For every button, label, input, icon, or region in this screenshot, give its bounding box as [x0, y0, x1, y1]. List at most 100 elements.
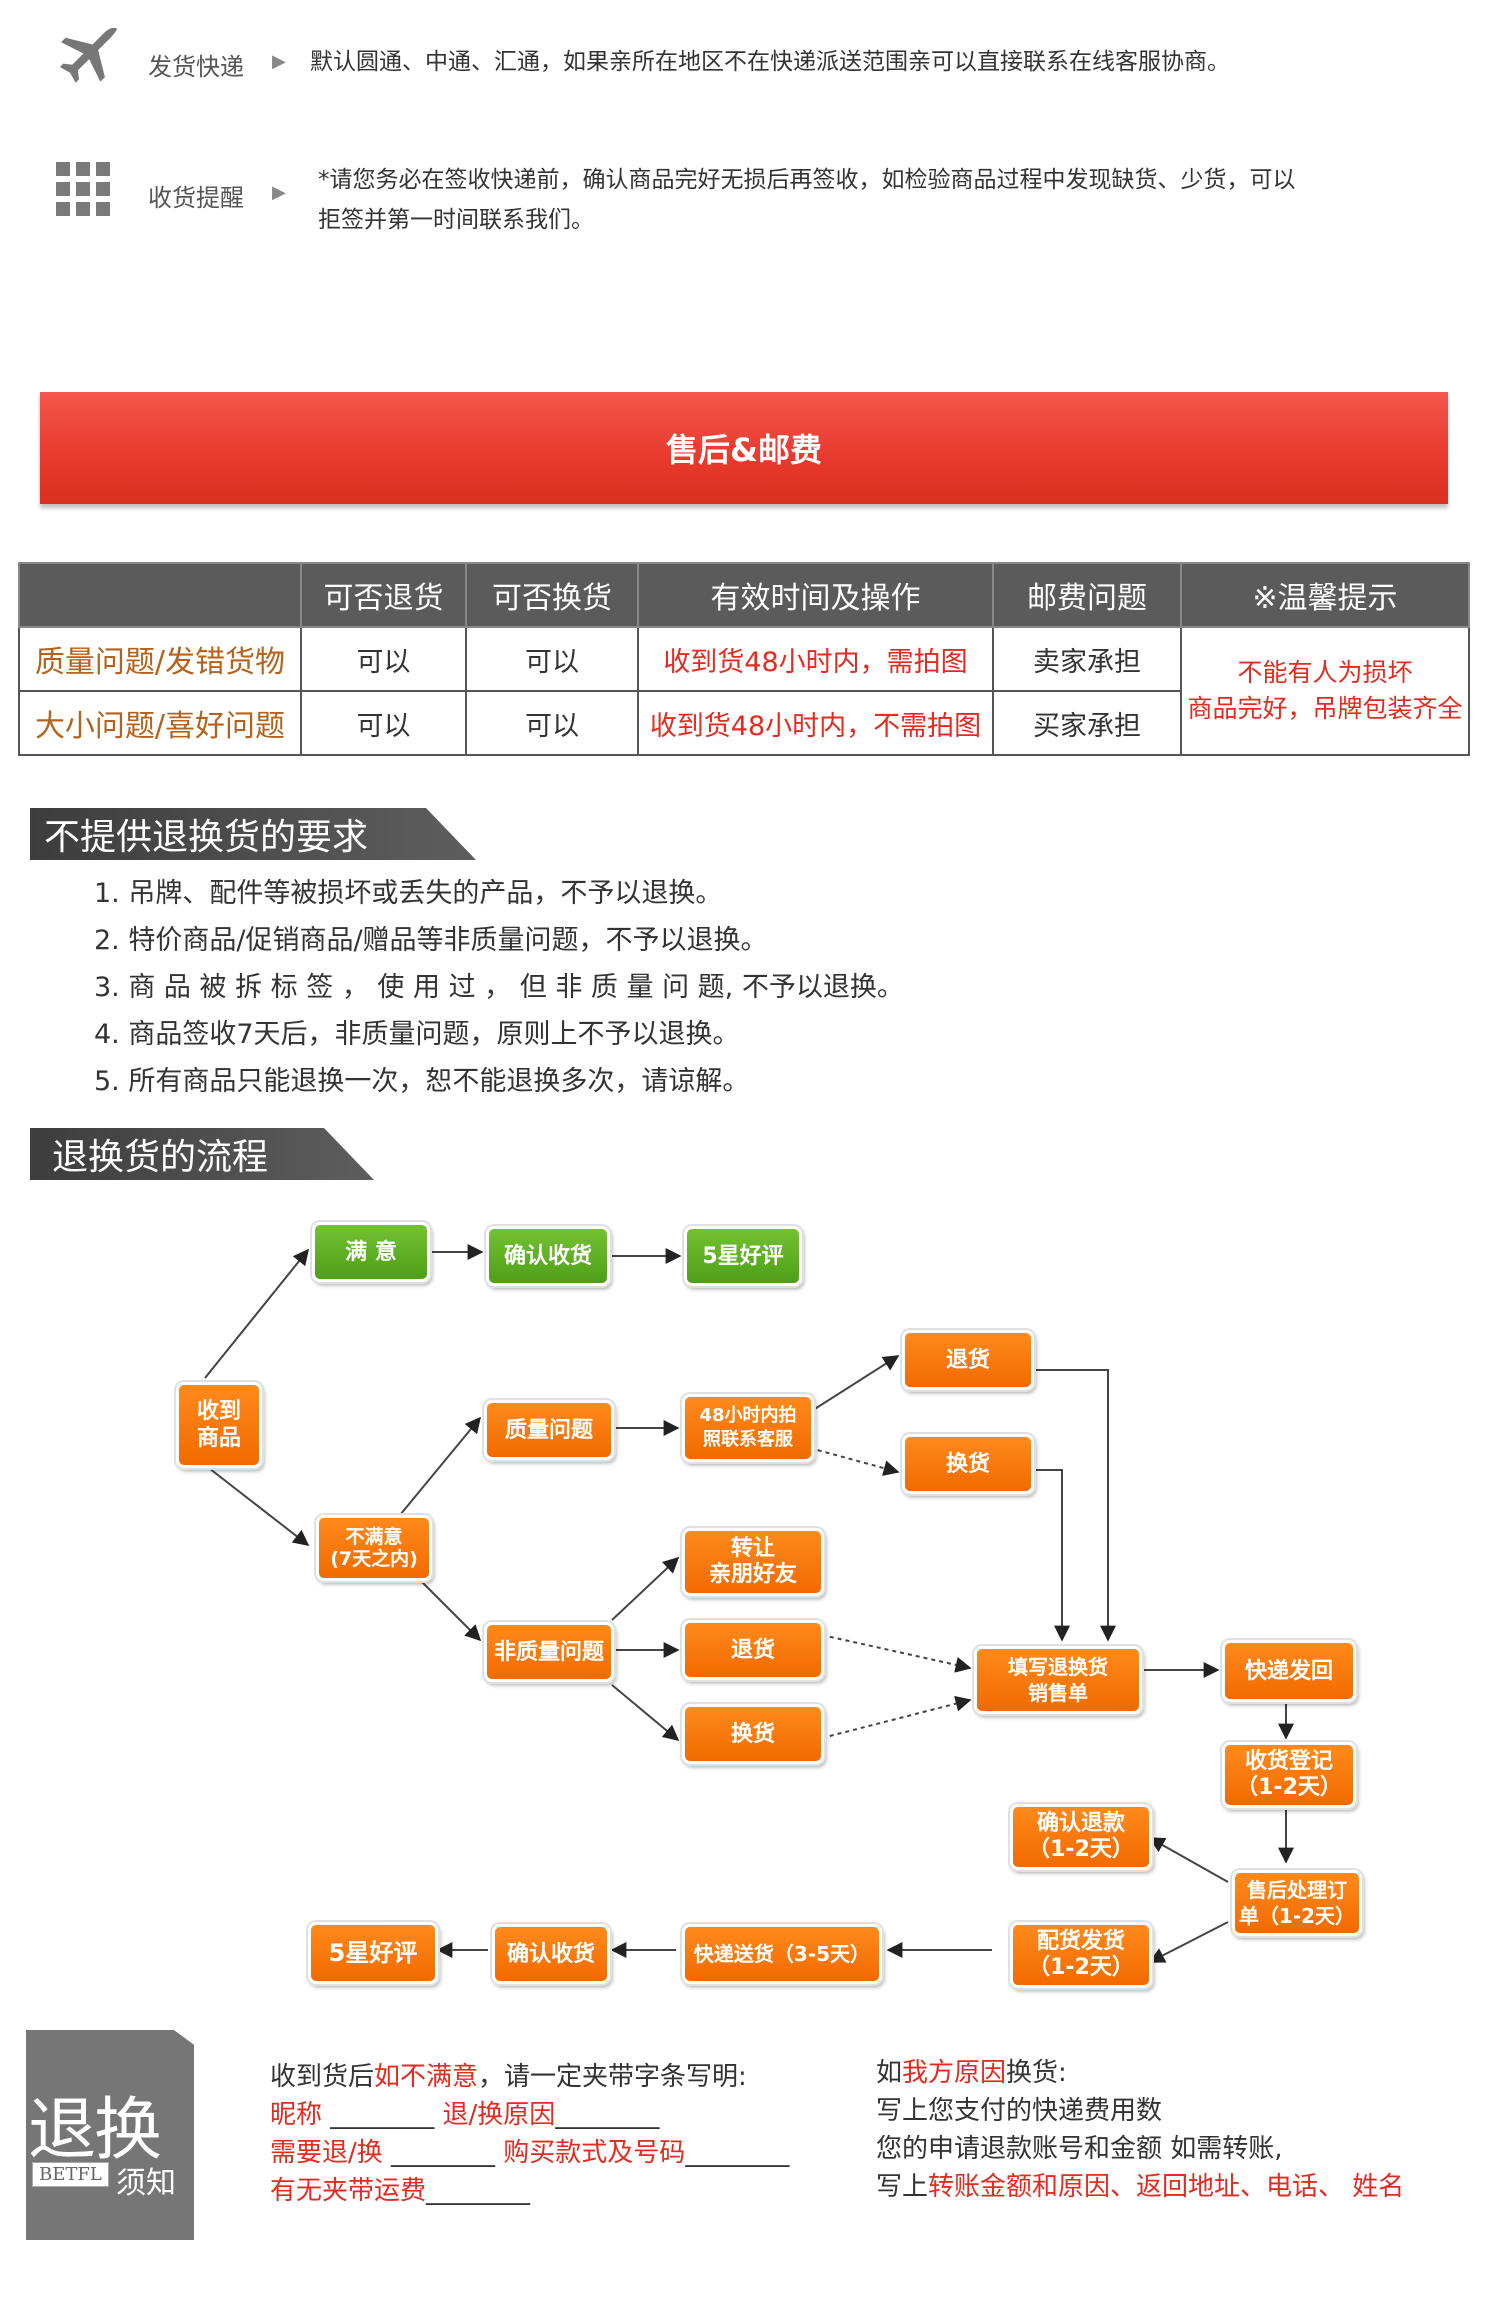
logo-small-text: 须知 — [116, 2166, 176, 2201]
node-five-star-2: 5星好评 — [308, 1922, 438, 1984]
left-l4a: 有无夹带运费 — [270, 2176, 427, 2206]
left-line3: 需要退/换 ________ 购买款式及号码________ — [270, 2134, 789, 2172]
left-notice: 收到货后如不满意，请一定夹带字条写明: 昵称 ________ 退/换原因___… — [270, 2058, 789, 2210]
node-satisfied: 满 意 — [312, 1222, 430, 1282]
right-line3: 您的申请退款账号和金额 如需转账, — [876, 2134, 1283, 2164]
warm-tip-cell: 不能有人为损坏 商品完好，吊牌包装齐全 — [1180, 626, 1470, 756]
node-process-order-line2: 单（1-2天） — [1238, 1904, 1356, 1928]
left-l4b: ________ — [426, 2176, 531, 2206]
node-fill-form-line2: 销售单 — [1028, 1681, 1088, 1705]
row-postage: 卖家承担 — [992, 626, 1182, 692]
right-r4a: 写上 — [876, 2172, 929, 2202]
table-row: 大小问题/喜好问题 可以 可以 收到货48小时内，不需拍图 买家承担 — [18, 690, 1469, 756]
node-photo-contact-line2: 照联系客服 — [703, 1429, 793, 1450]
left-l2c: 退/换原因 — [442, 2100, 556, 2130]
table-row: 质量问题/发错货物 可以 可以 收到货48小时内，需拍图 卖家承担 不能有人为损… — [18, 626, 1470, 756]
node-confirm-refund-line1: 确认退款 — [1036, 1811, 1125, 1836]
node-ship-goods-line1: 配货发货 — [1036, 1929, 1125, 1954]
rule-item: 3. 商 品 被 拆 标 签 ， 使 用 过 ， 但 非 质 量 问 题, 不予… — [94, 972, 904, 1003]
node-transfer-line2: 亲朋好友 — [708, 1562, 797, 1587]
row-exchange: 可以 — [465, 690, 639, 756]
return-notice-logo: 退换 BETFL 须知 — [26, 2030, 194, 2240]
left-l3d: ________ — [685, 2138, 790, 2168]
right-r1a: 如 — [876, 2058, 903, 2088]
table-header: 邮费问题 — [992, 562, 1182, 628]
right-r1b: 我方原因 — [902, 2058, 1007, 2088]
rule-item: 2. 特价商品/促销商品/赠品等非质量问题，不予以退换。 — [94, 925, 768, 956]
flow-section-title: 退换货的流程 — [30, 1128, 374, 1180]
node-photo-contact-line1: 48小时内拍 — [699, 1405, 797, 1426]
right-line1: 如我方原因换货: — [876, 2054, 1404, 2092]
node-fill-form-line1: 填写退换货 — [1008, 1655, 1108, 1679]
node-process-order: 售后处理订 单（1-2天） — [1232, 1870, 1362, 1936]
left-l1b: 如不满意 — [374, 2062, 479, 2092]
left-line4: 有无夹带运费________ — [270, 2172, 789, 2210]
node-quality-issue: 质量问题 — [484, 1400, 614, 1460]
shipping-text: 默认圆通、中通、汇通，如果亲所在地区不在快递派送范围亲可以直接联系在线客服协商。 — [310, 49, 1230, 75]
rule-item: 4. 商品签收7天后，非质量问题，原则上不予以退换。 — [94, 1019, 740, 1050]
right-notice: 如我方原因换货: 写上您支付的快递费用数 您的申请退款账号和金额 如需转账, 写… — [876, 2054, 1404, 2206]
node-register-line2: （1-2天） — [1236, 1775, 1342, 1800]
node-transfer-line1: 转让 — [730, 1536, 775, 1561]
left-line2: 昵称 ________ 退/换原因________ — [270, 2096, 789, 2134]
table-header: 可否退货 — [300, 562, 467, 628]
shipping-arrow-icon: ▶ — [272, 51, 286, 72]
node-received-line2: 商品 — [196, 1426, 241, 1451]
node-photo-contact: 48小时内拍 照联系客服 — [682, 1394, 814, 1462]
receipt-text-line1: *请您务必在签收快递前，确认商品完好无损后再签收，如检验商品过程中发现缺货、少货… — [318, 167, 1296, 193]
node-unsatisfied: 不满意 (7天之内) — [316, 1515, 432, 1581]
row-return: 可以 — [300, 626, 467, 692]
node-express-delivery: 快递送货（3-5天） — [682, 1924, 882, 1984]
table-header: ※温馨提示 — [1180, 562, 1470, 628]
return-policy-table: 可否退货 可否换货 有效时间及操作 邮费问题 ※温馨提示 质量问题/发错货物 可… — [18, 562, 1470, 756]
node-confirm-refund-line2: （1-2天） — [1028, 1837, 1134, 1862]
row-postage: 买家承担 — [992, 690, 1182, 756]
row-type: 质量问题/发错货物 — [18, 626, 302, 692]
table-header: 有效时间及操作 — [637, 562, 994, 628]
rule-item: 1. 吊牌、配件等被损坏或丢失的产品，不予以退换。 — [94, 878, 723, 909]
node-five-star: 5星好评 — [684, 1226, 802, 1286]
node-received-line1: 收到 — [196, 1399, 241, 1424]
row-time: 收到货48小时内，不需拍图 — [637, 690, 994, 756]
row-return: 可以 — [300, 690, 467, 756]
node-ship-goods-line2: （1-2天） — [1028, 1955, 1134, 1980]
node-unsatisfied-line1: 不满意 — [345, 1526, 403, 1548]
node-return-1: 退货 — [902, 1330, 1034, 1390]
node-confirm-receipt-2: 确认收货 — [492, 1924, 610, 1984]
after-sales-banner: 售后&邮费 — [40, 392, 1448, 504]
right-r4b: 转账金额和原因、返回地址、电话、 姓名 — [928, 2172, 1405, 2202]
shipping-label: 发货快递 — [148, 53, 244, 81]
left-l1c: ，请一定夹带字条写明: — [478, 2062, 747, 2092]
left-line1: 收到货后如不满意，请一定夹带字条写明: — [270, 2058, 789, 2096]
node-exchange-2: 换货 — [682, 1704, 824, 1764]
left-l3c: 购买款式及号码 — [503, 2138, 686, 2168]
receipt-arrow-icon: ▶ — [272, 182, 286, 203]
left-l2b: ________ — [330, 2100, 435, 2130]
node-exchange-1: 换货 — [902, 1434, 1034, 1494]
no-return-section-title: 不提供退换货的要求 — [30, 808, 476, 860]
warm-tip-line2: 商品完好，吊牌包装齐全 — [1187, 694, 1463, 723]
table-header — [18, 562, 302, 628]
row-exchange: 可以 — [465, 626, 639, 692]
node-register: 收货登记 （1-2天） — [1222, 1742, 1356, 1808]
node-non-quality: 非质量问题 — [484, 1622, 614, 1682]
node-ship-back: 快递发回 — [1222, 1640, 1356, 1702]
right-r1c: 换货: — [1006, 2058, 1067, 2088]
node-received: 收到 商品 — [176, 1382, 262, 1468]
node-return-2: 退货 — [682, 1620, 824, 1680]
node-transfer: 转让 亲朋好友 — [682, 1528, 824, 1596]
receipt-label: 收货提醒 — [148, 184, 244, 212]
receipt-text-line2: 拒签并第一时间联系我们。 — [318, 207, 594, 233]
node-confirm-receipt: 确认收货 — [486, 1226, 610, 1286]
right-line2: 写上您支付的快递费用数 — [876, 2096, 1163, 2126]
node-fill-form: 填写退换货 销售单 — [974, 1646, 1142, 1714]
left-l3b: ________ — [391, 2138, 496, 2168]
left-l2a: 昵称 — [270, 2100, 323, 2130]
node-ship-goods: 配货发货 （1-2天） — [1010, 1922, 1152, 1988]
left-l2d: ________ — [555, 2100, 660, 2130]
left-l3a: 需要退/换 — [270, 2138, 383, 2168]
rule-item: 5. 所有商品只能退换一次，恕不能退换多次，请谅解。 — [94, 1066, 750, 1097]
node-register-line1: 收货登记 — [1244, 1749, 1333, 1774]
node-confirm-refund: 确认退款 （1-2天） — [1010, 1804, 1152, 1870]
